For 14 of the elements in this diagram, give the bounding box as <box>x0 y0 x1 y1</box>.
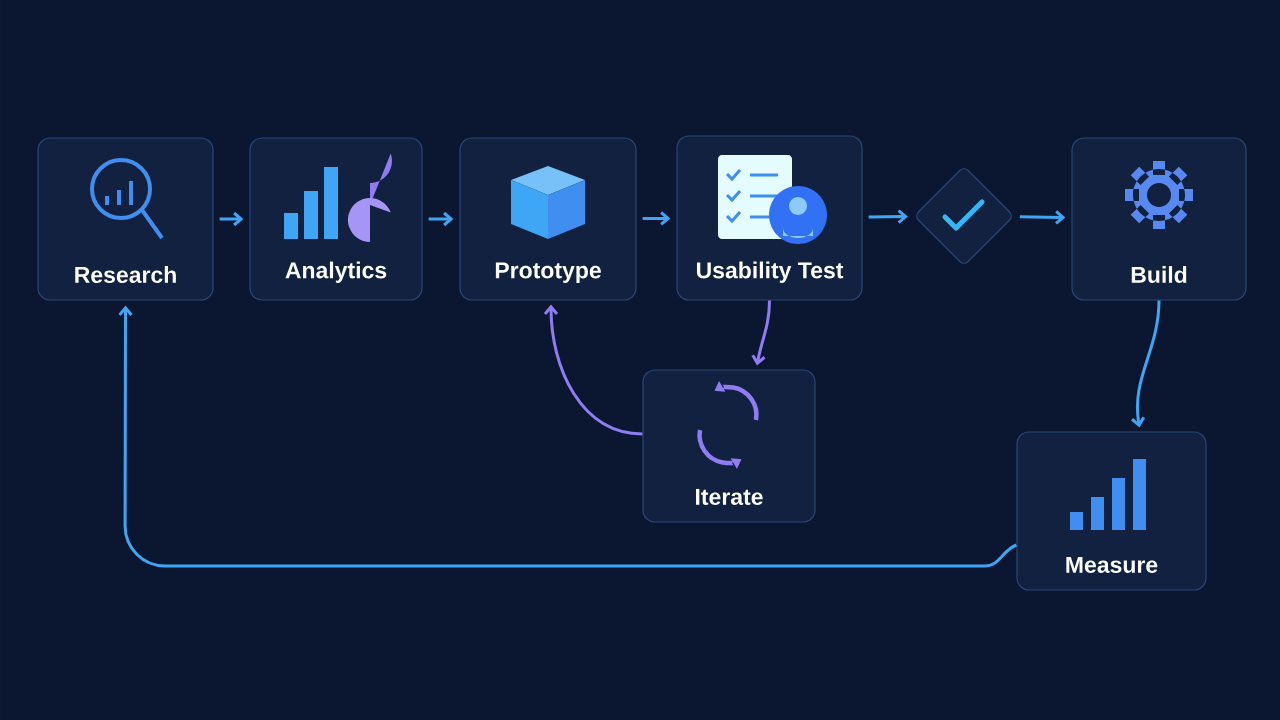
process-box: Measure <box>1016 431 1207 591</box>
process-box: Research <box>37 137 214 301</box>
arrow <box>428 211 454 227</box>
process-box: Build <box>1071 137 1247 301</box>
arrow <box>543 304 643 436</box>
arrow <box>1019 210 1066 225</box>
arrow <box>1131 300 1161 428</box>
arrow <box>868 209 908 224</box>
arrow <box>219 211 244 227</box>
arrow <box>751 300 771 366</box>
arrow <box>118 305 1018 568</box>
decision-diamond <box>916 168 1012 264</box>
arrow <box>642 211 671 226</box>
process-box: Iterate <box>642 369 816 523</box>
